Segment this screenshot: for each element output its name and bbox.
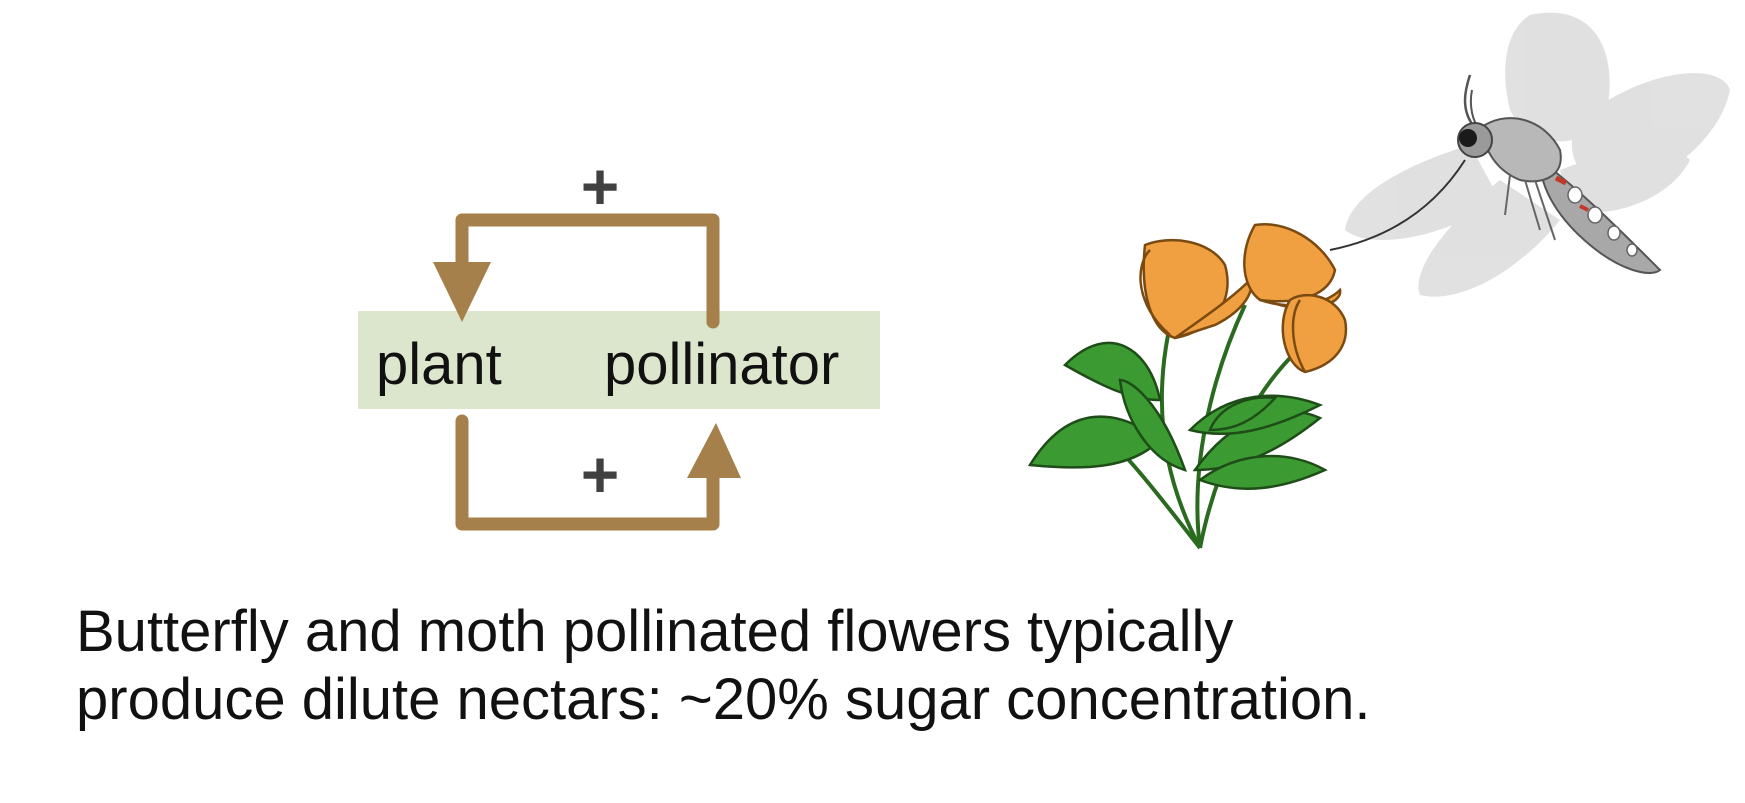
top-feedback-arrow xyxy=(433,213,720,329)
node-label-pollinator: pollinator xyxy=(604,332,839,397)
bottom-sign-label: + xyxy=(581,437,620,511)
bottom-feedback-arrow xyxy=(455,414,741,531)
node-box xyxy=(358,311,880,409)
top-sign-label: + xyxy=(581,149,620,223)
hawk-moth-icon xyxy=(1329,12,1730,297)
caption-line-2: produce dilute nectars: ~20% sugar conce… xyxy=(76,667,1371,732)
caption: Butterfly and moth pollinated flowers ty… xyxy=(76,598,1716,734)
california-poppy-flower-icon xyxy=(1027,222,1348,550)
node-label-plant: plant xyxy=(376,332,502,397)
caption-line-1: Butterfly and moth pollinated flowers ty… xyxy=(76,599,1234,664)
